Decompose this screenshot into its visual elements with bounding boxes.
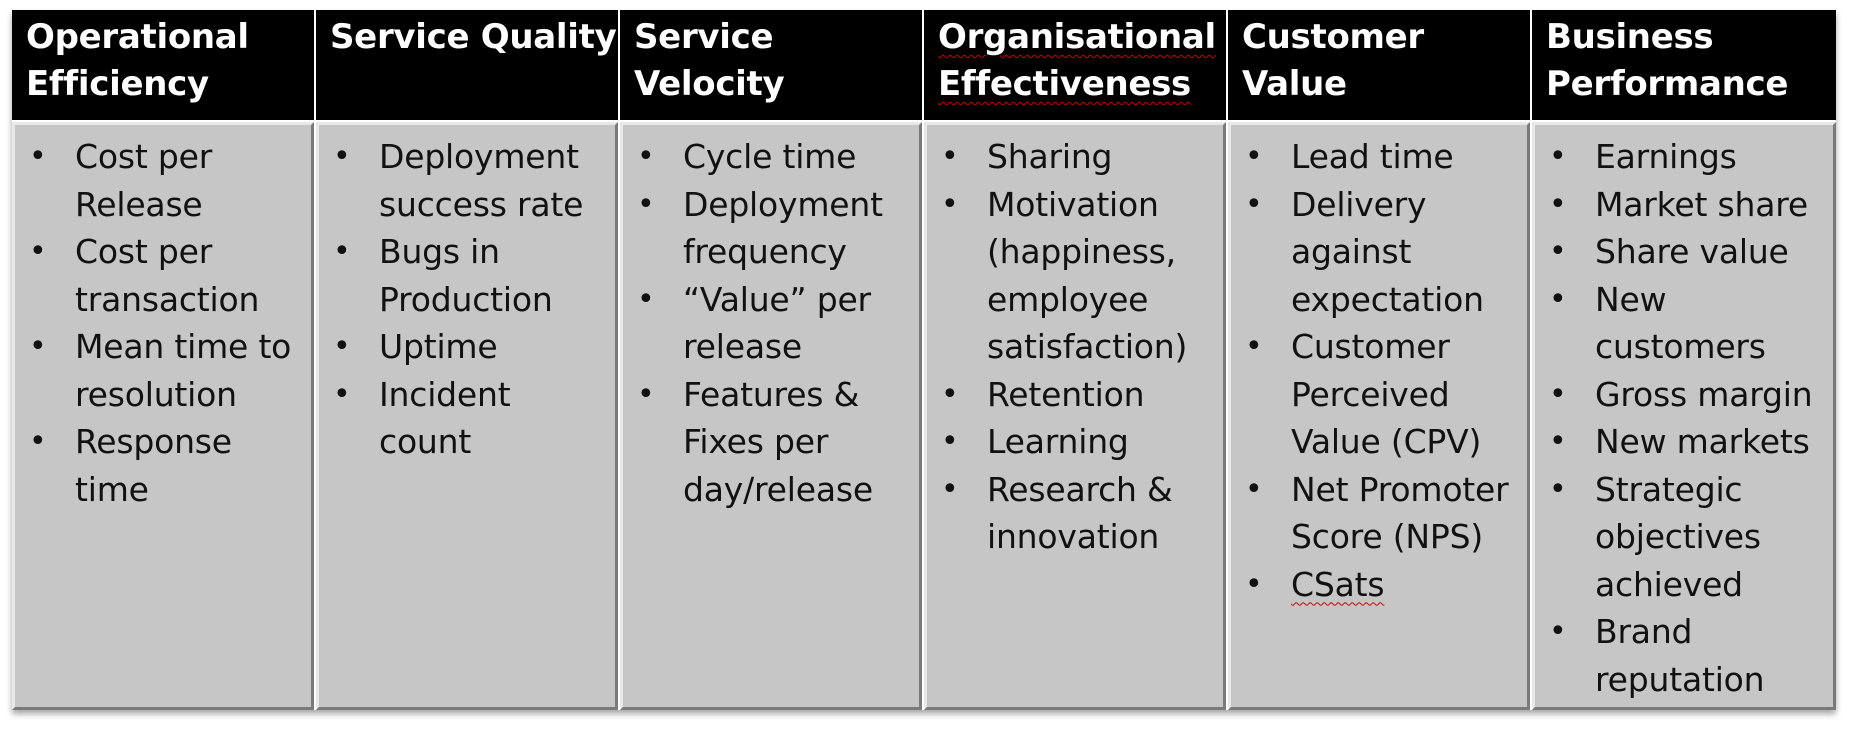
column-title: Customer Value (1242, 17, 1424, 104)
bullet-list: Deployment success rate Bugs in Producti… (329, 133, 615, 466)
column-header: Service Velocity (620, 10, 922, 120)
list-item: Bugs in Production (329, 228, 615, 323)
list-item: “Value” per release (633, 276, 919, 371)
column-title: Business Performance (1546, 17, 1789, 104)
list-item: Gross margin (1545, 371, 1833, 419)
column-body: Sharing Motivation (happiness, employee … (924, 122, 1226, 710)
column-body: Cost per Release Cost per transaction Me… (12, 122, 314, 710)
list-item-text: CSats (1291, 564, 1385, 604)
column-header: Customer Value (1228, 10, 1530, 120)
list-item: Incident count (329, 371, 615, 466)
list-item: Uptime (329, 323, 615, 371)
list-item: Market share (1545, 181, 1833, 229)
column-header: Organisational Effectiveness (924, 10, 1226, 120)
column-header: Business Performance (1532, 10, 1836, 120)
list-item: Delivery against expectation (1241, 181, 1527, 324)
bullet-list: Cycle time Deployment frequency “Value” … (633, 133, 919, 513)
list-item: Strategic objectives achieved (1545, 466, 1833, 609)
list-item: Response time (25, 418, 311, 513)
column-title: Service Velocity (634, 17, 785, 104)
bullet-list: Lead time Delivery against expectation C… (1241, 133, 1527, 608)
list-item: Sharing (937, 133, 1223, 181)
column-title: Operational Efficiency (26, 17, 249, 104)
column-organisational-effectiveness: Organisational Effectiveness Sharing Mot… (924, 10, 1228, 710)
list-item: Cost per transaction (25, 228, 311, 323)
column-header: Service Quality (316, 10, 618, 120)
list-item: Retention (937, 371, 1223, 419)
column-title: Service Quality (330, 17, 617, 57)
column-service-quality: Service Quality Deployment success rate … (316, 10, 620, 710)
list-item: Cost per Release (25, 133, 311, 228)
list-item: Earnings (1545, 133, 1833, 181)
list-item: Brand reputation (1545, 608, 1833, 703)
list-item: New customers (1545, 276, 1833, 371)
list-item: Features & Fixes per day/release (633, 371, 919, 514)
column-title: Organisational Effectiveness (938, 17, 1216, 104)
column-body: Deployment success rate Bugs in Producti… (316, 122, 618, 710)
list-item: Lead time (1241, 133, 1527, 181)
column-body: Cycle time Deployment frequency “Value” … (620, 122, 922, 710)
list-item: New markets (1545, 418, 1833, 466)
column-operational-efficiency: Operational Efficiency Cost per Release … (12, 10, 316, 710)
list-item: Learning (937, 418, 1223, 466)
list-item: Cycle time (633, 133, 919, 181)
list-item: Motivation (happiness, employee satisfac… (937, 181, 1223, 371)
bullet-list: Cost per Release Cost per transaction Me… (25, 133, 311, 513)
list-item: CSats (1241, 561, 1527, 609)
column-body: Earnings Market share Share value New cu… (1532, 122, 1836, 710)
bullet-list: Earnings Market share Share value New cu… (1545, 133, 1833, 703)
list-item: Research & innovation (937, 466, 1223, 561)
column-service-velocity: Service Velocity Cycle time Deployment f… (620, 10, 924, 710)
metrics-table: Operational Efficiency Cost per Release … (12, 10, 1836, 710)
column-business-performance: Business Performance Earnings Market sha… (1532, 10, 1836, 710)
list-item: Customer Perceived Value (CPV) (1241, 323, 1527, 466)
list-item: Share value (1545, 228, 1833, 276)
list-item: Deployment frequency (633, 181, 919, 276)
bullet-list: Sharing Motivation (happiness, employee … (937, 133, 1223, 561)
list-item: Mean time to resolution (25, 323, 311, 418)
column-customer-value: Customer Value Lead time Delivery agains… (1228, 10, 1532, 710)
list-item: Net Promoter Score (NPS) (1241, 466, 1527, 561)
list-item: Deployment success rate (329, 133, 615, 228)
column-body: Lead time Delivery against expectation C… (1228, 122, 1530, 710)
column-header: Operational Efficiency (12, 10, 314, 120)
